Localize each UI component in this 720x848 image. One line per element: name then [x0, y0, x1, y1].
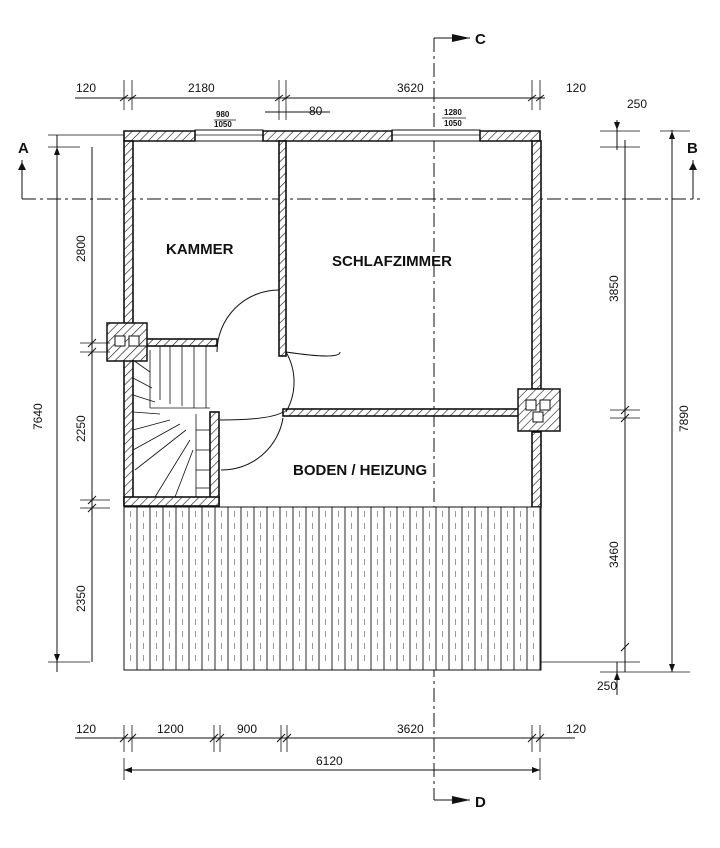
- window2-height: 1050: [444, 119, 462, 128]
- decking: [123, 506, 542, 671]
- dim-bottom-left-wall: 120: [76, 722, 96, 736]
- walls: [123, 130, 542, 508]
- dim-bottom-seg1: 1200: [157, 722, 184, 736]
- dim-right-seg2: 3460: [607, 541, 621, 568]
- door-kammer: [216, 289, 280, 353]
- dim-right-seg1: 3850: [607, 275, 621, 302]
- dim-bottom-right-wall: 120: [566, 722, 586, 736]
- door-boden: [219, 411, 284, 471]
- section-label-d: D: [475, 794, 486, 811]
- room-label-schlafzimmer: SCHLAFZIMMER: [332, 253, 452, 270]
- dim-right-overhang: 250: [597, 679, 617, 693]
- room-label-boden: BODEN / HEIZUNG: [293, 462, 427, 479]
- room-label-kammer: KAMMER: [166, 241, 234, 258]
- dimension-chain-bottom: 120 1200 900 3620 120: [75, 722, 586, 752]
- dim-top-schlaf-width: 3620: [397, 81, 424, 95]
- dim-right-total: 7890: [677, 405, 691, 432]
- window2-width: 1280: [444, 108, 462, 117]
- chimney-left: [106, 322, 148, 362]
- staircase: [132, 345, 210, 498]
- dim-top-right-wall: 120: [566, 81, 586, 95]
- dim-top-inner-wall: 80: [309, 104, 323, 118]
- dim-top-overhang: 250: [627, 97, 647, 111]
- dim-left-total: 7640: [31, 403, 45, 430]
- section-label-a: A: [18, 140, 29, 157]
- window-schlafzimmer: 1280 1050: [391, 108, 481, 142]
- dim-left-seg2: 2250: [74, 415, 88, 442]
- section-line-a-b: A B: [18, 140, 700, 200]
- dim-top-kammer-width: 2180: [188, 81, 215, 95]
- window1-width: 980: [216, 110, 230, 119]
- dimension-bottom-total: 6120: [123, 754, 541, 780]
- section-label-c: C: [475, 31, 486, 48]
- dimension-chain-left-total: 7640: [31, 135, 90, 672]
- dim-top-left-wall: 120: [76, 81, 96, 95]
- dimension-overhang-bottom: 250: [597, 662, 620, 695]
- dimension-chain-right-total: 7890: [600, 130, 691, 673]
- window1-height: 1050: [214, 120, 232, 129]
- dimension-chain-left-segments: 2800 2250 2350: [74, 147, 110, 662]
- door-schlafzimmer: [285, 351, 341, 413]
- section-line-c-d: C D: [433, 31, 486, 811]
- dim-bottom-total: 6120: [316, 754, 343, 768]
- dim-bottom-seg3: 3620: [397, 722, 424, 736]
- dim-left-seg1: 2800: [74, 235, 88, 262]
- window-kammer: 980 1050: [194, 110, 264, 142]
- dim-left-seg3: 2350: [74, 585, 88, 612]
- dimension-overhang-top: 250: [600, 97, 647, 150]
- dim-bottom-seg2: 900: [237, 722, 257, 736]
- chimney-right: [517, 388, 561, 432]
- section-label-b: B: [687, 140, 698, 157]
- dimension-chain-right-segments: 3850 3460: [540, 140, 640, 672]
- dimension-chain-top: 120 2180 80 3620 120: [75, 80, 586, 120]
